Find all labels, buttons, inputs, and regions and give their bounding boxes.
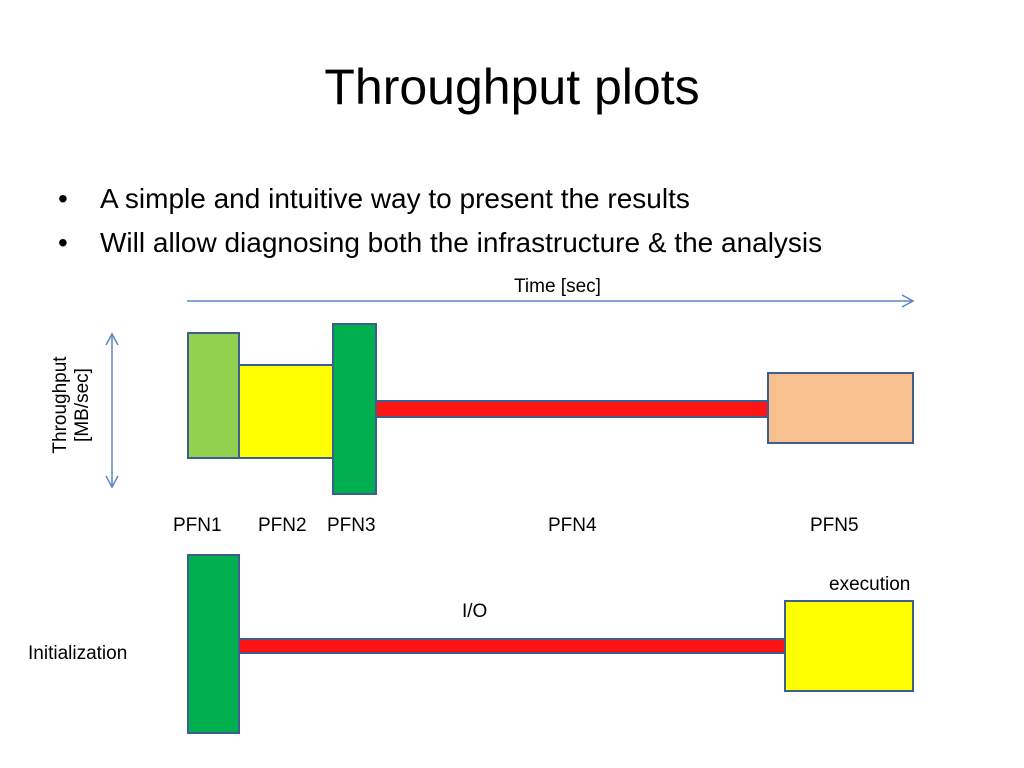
time-axis-label: Time [sec] [514,276,601,297]
pfn1-block [187,332,240,459]
initialization-label: Initialization [28,643,128,664]
bullet-icon: • [58,227,68,258]
bullet-item: • A simple and intuitive way to present … [58,180,822,224]
io-label: I/O [462,601,488,622]
pfn5-block [767,372,914,444]
pfn5-label: PFN5 [810,515,859,536]
io-legend-bar [238,638,788,654]
bullet-icon: • [58,183,68,214]
throughput-axis-label-line1: Throughput [50,356,71,454]
slide-title: Throughput plots [324,59,700,115]
throughput-axis-arrowhead-top [105,332,119,346]
pfn2-block [238,364,334,459]
pfn3-label: PFN3 [327,515,376,536]
throughput-axis-label-line2: [MB/sec] [72,368,93,442]
bullet-text: Will allow diagnosing both the infrastru… [100,227,823,258]
bullet-list: • A simple and intuitive way to present … [58,180,822,268]
pfn4-label: PFN4 [548,515,597,536]
pfn1-label: PFN1 [173,515,222,536]
pfn4-io-bar [374,400,770,418]
pfn2-label: PFN2 [258,515,307,536]
throughput-axis-arrowhead-bottom [105,475,119,489]
time-axis-arrowhead [901,294,915,308]
bullet-item: • Will allow diagnosing both the infrast… [58,224,822,268]
pfn3-block [332,323,377,495]
execution-label: execution [829,574,911,595]
execution-legend-block [784,600,914,692]
throughput-axis-label: Throughput [MB/sec] [50,356,94,453]
initialization-legend-block [187,554,240,734]
bullet-text: A simple and intuitive way to present th… [100,183,690,214]
